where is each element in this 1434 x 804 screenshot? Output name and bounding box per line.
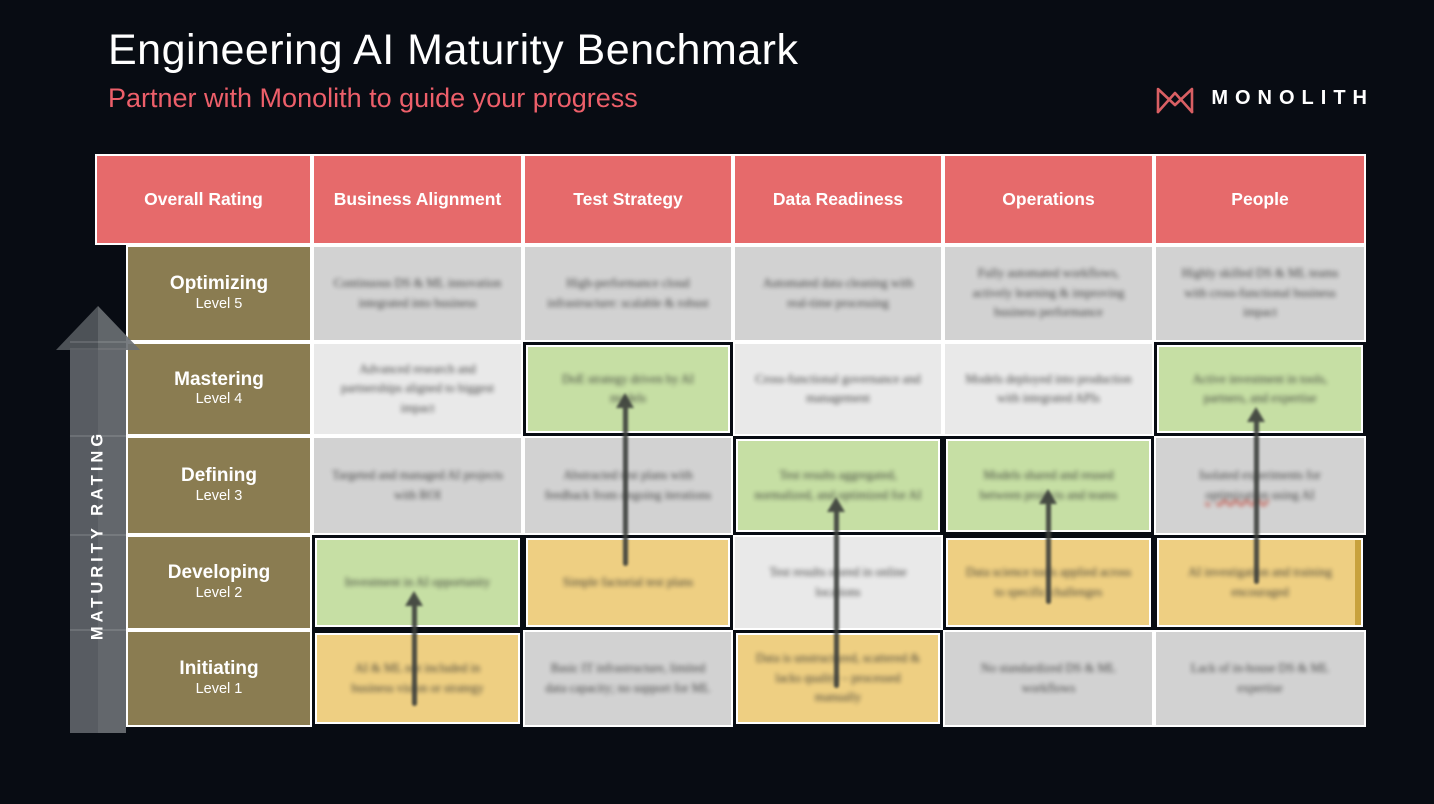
matrix-cell-test-strategy-level-3: Abstracted test plans with feedback from… <box>525 438 731 533</box>
maturity-rating-label: MATURITY RATING <box>88 429 107 641</box>
matrix-cell-text: AI & ML not included in business vision … <box>351 661 484 695</box>
matrix-cell-operations-level-5: Fully automated workflows, actively lear… <box>945 247 1152 340</box>
arrow-head-icon <box>827 497 845 512</box>
matrix-cell-business-alignment-level-5: Continuous DS & ML innovation integrated… <box>314 247 521 340</box>
matrix-cell-text: Cross-functional governance and manageme… <box>755 371 921 405</box>
matrix-cell-operations-level-4: Models deployed into production with int… <box>945 344 1152 434</box>
matrix-cell-text: Automated data cleaning with real-time p… <box>762 276 914 310</box>
column-header-people: People <box>1156 156 1364 243</box>
column-header-overall-rating: Overall Rating <box>97 156 310 243</box>
level-name: Initiating <box>179 658 259 680</box>
matrix-cell-text: Models deployed into production with int… <box>965 371 1132 405</box>
matrix-cell-people-level-1: Lack of in-house DS & ML expertise <box>1156 632 1364 725</box>
level-name: Optimizing <box>169 273 269 295</box>
arrow-head-icon <box>1039 489 1057 504</box>
matrix-cell-data-readiness-level-5: Automated data cleaning with real-time p… <box>735 247 941 340</box>
matrix-cell-text: Highly skilled DS & ML teams with cross-… <box>1181 266 1339 320</box>
column-header-data-readiness: Data Readiness <box>735 156 941 243</box>
arrow-line <box>1045 501 1051 604</box>
level-number: Level 2 <box>195 584 243 601</box>
monolith-m-icon <box>1157 87 1194 114</box>
matrix-cell-test-strategy-level-2: Simple factorial test plans <box>528 540 728 625</box>
level-number: Level 5 <box>195 295 243 312</box>
matrix-cell-people-level-5: Highly skilled DS & ML teams with cross-… <box>1156 247 1364 340</box>
monolith-logo: MONOLITH <box>1154 80 1374 116</box>
column-header-business-alignment: Business Alignment <box>314 156 521 243</box>
level-name: Defining <box>181 465 257 487</box>
matrix-cell-business-alignment-level-1: AI & ML not included in business vision … <box>317 635 518 722</box>
cell-edge-highlight <box>1355 540 1361 625</box>
matrix-cell-text: High-performance cloud infrastructure: s… <box>547 276 709 310</box>
column-header-operations: Operations <box>945 156 1152 243</box>
matrix-cell-text: AI investigation and training encouraged <box>1187 565 1333 599</box>
arrow-line <box>411 603 417 706</box>
matrix-cell-text: Test results aggregated, normalized, and… <box>754 468 922 502</box>
arrow-line <box>622 405 628 566</box>
arrow-head-icon <box>616 393 634 408</box>
matrix-cell-text: Lack of in-house DS & ML expertise <box>1190 661 1330 695</box>
matrix-cell-text: Abstracted test plans with feedback from… <box>544 468 712 502</box>
matrix-cell-test-strategy-level-1: Basic IT infrastructure, limited data ca… <box>525 632 731 725</box>
misspelled-word: optimization <box>1205 487 1269 502</box>
matrix-cell-text: Investment in AI opportunity <box>344 574 491 589</box>
matrix-cell-text: Advanced research and partnerships align… <box>340 361 495 415</box>
column-header-test-strategy: Test Strategy <box>525 156 731 243</box>
matrix-cell-data-readiness-level-4: Cross-functional governance and manageme… <box>735 344 941 434</box>
arrow-head-icon <box>405 591 423 606</box>
matrix-cell-text: Basic IT infrastructure, limited data ca… <box>545 661 711 695</box>
level-number: Level 3 <box>195 487 243 504</box>
level-name: Mastering <box>174 368 264 390</box>
matrix-cell-business-alignment-level-4: Advanced research and partnerships align… <box>314 344 521 434</box>
monolith-logo-text: MONOLITH <box>1211 86 1374 109</box>
matrix-cell-text: Simple factorial test plans <box>562 574 694 589</box>
arrow-line <box>833 509 839 688</box>
matrix-cell-business-alignment-level-2: Investment in AI opportunity <box>317 540 518 625</box>
matrix-cell-test-strategy-level-5: High-performance cloud infrastructure: s… <box>525 247 731 340</box>
level-name: Developing <box>167 562 271 584</box>
matrix-cell-text: Active investment in tools, partners, an… <box>1192 371 1328 405</box>
matrix-cell-business-alignment-level-3: Targeted and managed AI projects with RO… <box>314 438 521 533</box>
arrow-line <box>1253 419 1259 584</box>
matrix-cell-operations-level-1: No standardized DS & ML workflows <box>945 632 1152 725</box>
matrix-cell-text: Continuous DS & ML innovation integrated… <box>333 276 502 310</box>
level-number: Level 1 <box>195 680 243 697</box>
matrix-cell-people-level-2: AI investigation and training encouraged <box>1159 540 1361 625</box>
matrix-cell-people-level-3: Isolated experiments for optimization us… <box>1156 438 1364 533</box>
matrix-cell-text: No standardized DS & ML workflows <box>980 661 1117 695</box>
level-number: Level 4 <box>195 391 243 408</box>
page-subtitle: Partner with Monolith to guide your prog… <box>108 83 638 113</box>
matrix-cell-text: Fully automated workflows, actively lear… <box>972 266 1125 320</box>
page-title: Engineering AI Maturity Benchmark <box>108 26 799 74</box>
matrix-cell-text: Isolated experiments for optimization us… <box>1199 468 1321 502</box>
matrix-cell-text: Targeted and managed AI projects with RO… <box>331 468 504 502</box>
matrix-cell-test-strategy-level-4: DoE strategy driven by AI models <box>528 347 728 431</box>
arrow-head-icon <box>1247 407 1265 422</box>
